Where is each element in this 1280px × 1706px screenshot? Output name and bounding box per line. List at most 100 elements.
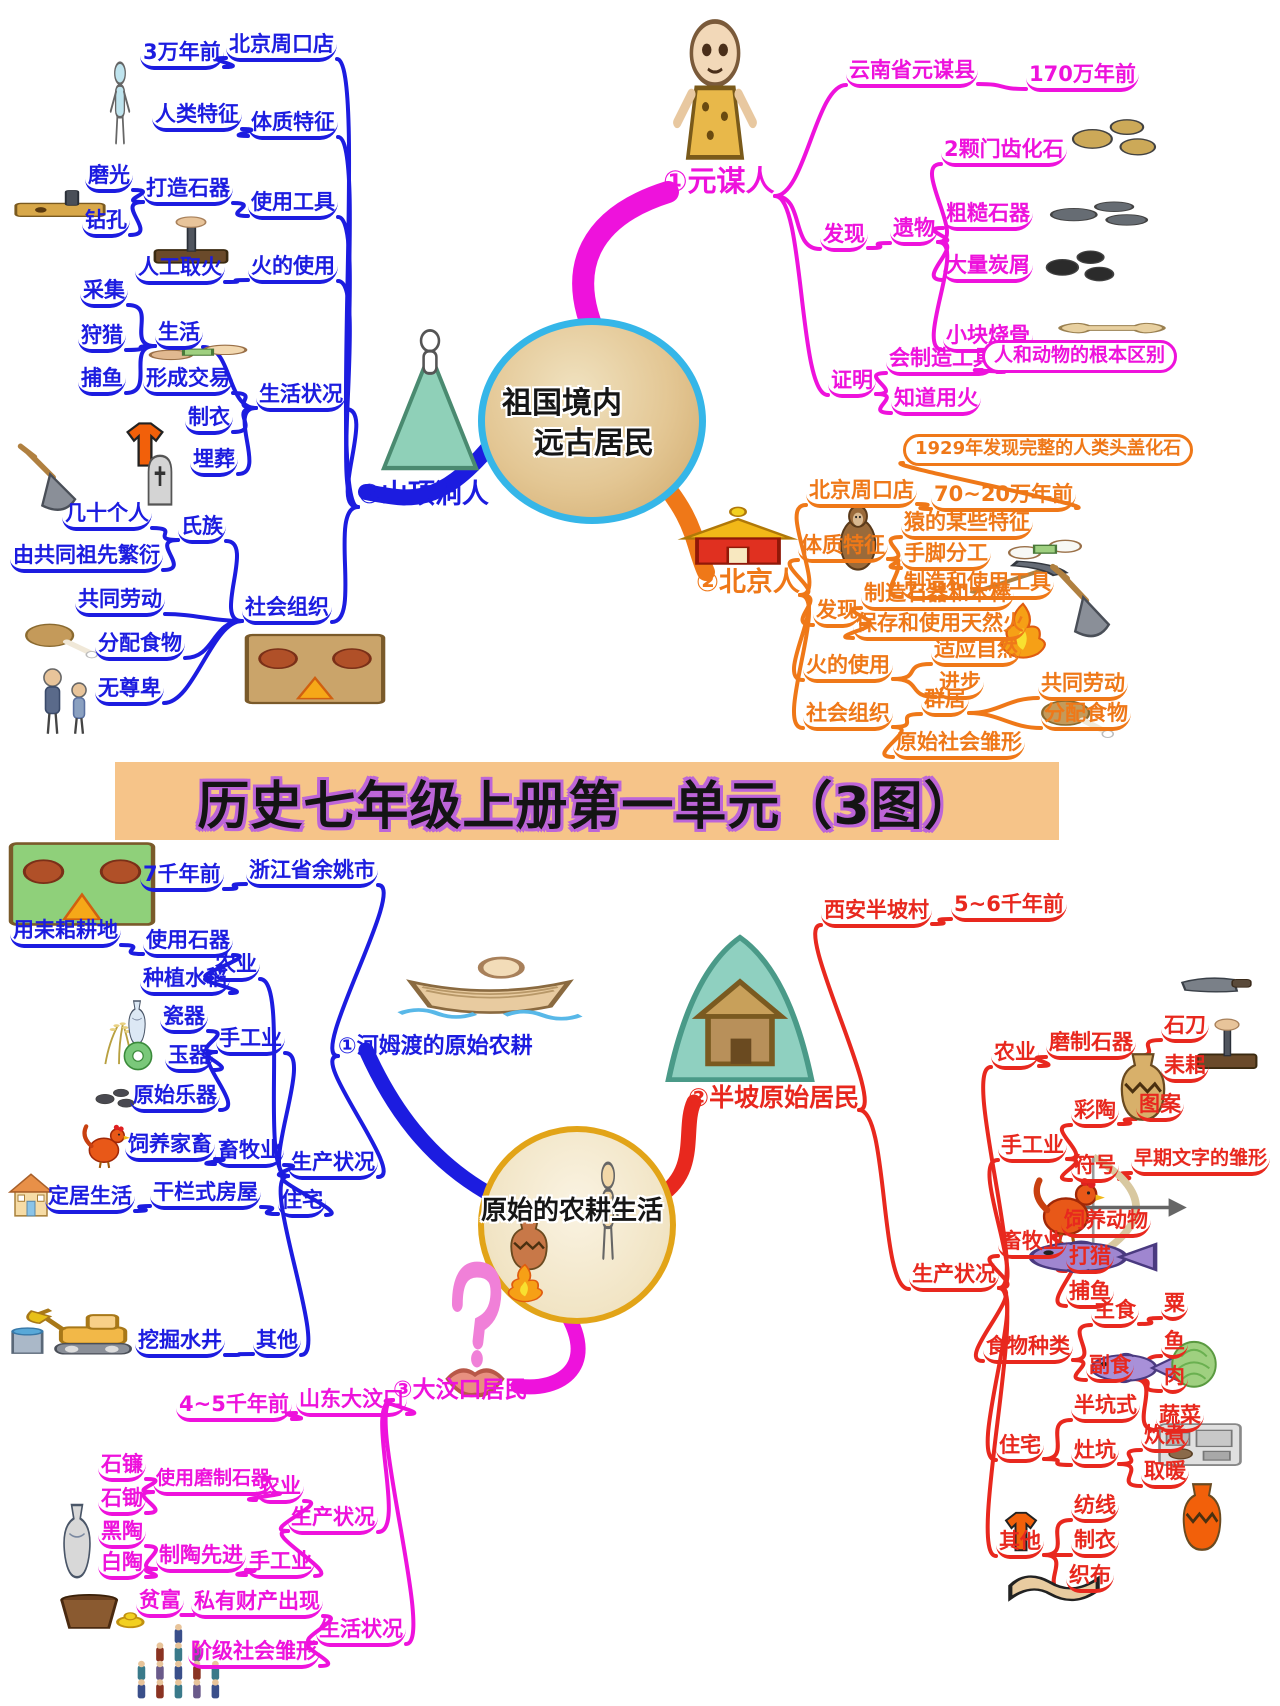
conn-0-0-yw <box>866 241 892 250</box>
conn-0-1-s1 <box>891 662 933 681</box>
node-1-0-si: 饲养家畜 <box>125 1132 215 1163</box>
mountain-person-icon <box>380 328 480 471</box>
banner: 历史七年级上册第一单元（3图） <box>115 762 1059 840</box>
node-1-2-ms: 使用磨制石器 <box>153 1467 274 1496</box>
node-1-1-ls: 耒耜 <box>1161 1053 1209 1084</box>
conn-1-0-q7 <box>222 882 248 891</box>
node-0-0-yw: 遗物 <box>890 216 938 247</box>
conn-1-1-su <box>1137 1316 1163 1326</box>
family-icon <box>43 668 87 734</box>
node-0-1-fx: 发现 <box>813 598 861 629</box>
conn-0-2-fp <box>183 619 244 660</box>
node-1-2-sc: 生产状况 <box>288 1505 378 1536</box>
node-1-1-xa: 西安半坡村 <box>821 898 932 929</box>
node-1-1-fx: 纺线 <box>1071 1493 1119 1524</box>
branch-label-0-1: ②北京人 <box>696 567 800 598</box>
node-0-1-wn: 70~20万年前 <box>931 482 1077 513</box>
node-0-2-w3: 3万年前 <box>140 40 224 71</box>
question-lips-icon <box>445 1261 505 1398</box>
well-excavator-icon <box>11 1308 132 1355</box>
node-0-0-cc: 粗糙石器 <box>943 201 1033 232</box>
node-1-1-su: 粟 <box>1161 1291 1188 1322</box>
node-1-0-wj: 挖掘水井 <box>135 1328 225 1359</box>
node-0-1-y3: 制造和使用工具 <box>901 570 1054 601</box>
node-1-1-zk: 灶坑 <box>1071 1438 1119 1469</box>
conn-1-1-qt <box>985 1286 1010 1558</box>
node-0-2-rl: 人类特征 <box>152 102 242 133</box>
banner-title: 历史七年级上册第一单元（3图） <box>197 776 977 837</box>
ocarina-icon <box>95 1088 135 1108</box>
node-0-2-gt: 共同劳动 <box>75 587 165 618</box>
node-1-2-jj: 阶级社会雏形 <box>188 1639 320 1670</box>
node-1-2-n45: 4~5千年前 <box>176 1392 292 1423</box>
node-0-2-dz: 打造石器 <box>143 176 233 207</box>
shovel-icon <box>17 443 77 511</box>
conn-1-1-fs <box>1071 1358 1088 1382</box>
node-1-1-bk: 半坑式 <box>1071 1393 1140 1424</box>
node-1-1-fs: 副食 <box>1086 1353 1134 1384</box>
trunk-banpo <box>652 1094 702 1204</box>
node-1-0-dj: 定居生活 <box>45 1184 135 1215</box>
conn-1-0-wj <box>223 1352 255 1357</box>
conn-0-2-wz <box>162 619 244 705</box>
conn-1-1-zk <box>1042 1457 1073 1467</box>
conn-0-1-qj <box>891 712 923 729</box>
caveman-icon <box>673 19 757 160</box>
orange-jar-icon <box>1182 1483 1222 1551</box>
node-0-0-mc: 2颗门齿化石 <box>941 137 1067 168</box>
node-0-2-bz: 北京周口店 <box>226 32 337 63</box>
conn-1-0-qt <box>278 1174 311 1357</box>
node-0-0-zm: 证明 <box>828 368 876 399</box>
node-1-0-sq: 使用石器 <box>143 928 233 959</box>
node-1-0-yq: 玉器 <box>165 1043 213 1074</box>
conn-0-0-zm <box>773 194 830 397</box>
shirt2-icon <box>1004 1511 1038 1552</box>
node-1-1-mz: 磨制石器 <box>1046 1030 1136 1061</box>
node-0-2-s1: 氏族 <box>178 514 226 545</box>
conn-1-0-ld <box>119 943 145 956</box>
node-1-2-sh: 生活状况 <box>316 1617 406 1648</box>
conn-0-0-sk <box>931 240 950 352</box>
node-1-0-q7: 7千年前 <box>140 862 224 893</box>
trunk-dawenkou <box>510 1298 586 1395</box>
branch-label-0-0: ①元谋人 <box>663 164 775 198</box>
boat-icon <box>397 956 583 1021</box>
skeleton-icon <box>109 61 131 145</box>
tombstone-icon <box>147 454 173 506</box>
charcoal-icon <box>1045 250 1115 282</box>
node-1-1-xm: 畜牧业 <box>998 1229 1067 1260</box>
node-1-1-ro: 肉 <box>1161 1364 1188 1395</box>
node-0-1-g1: 共同劳动 <box>1038 671 1128 702</box>
node-0-1-f1: 制造石器和木棒 <box>861 581 1014 612</box>
conn-1-1-ta <box>1117 1117 1138 1126</box>
node-0-2-by: 捕鱼 <box>78 366 126 397</box>
node-1-0-cq: 瓷器 <box>160 1004 208 1035</box>
node-1-2-bt: 白陶 <box>98 1550 146 1581</box>
shirt-icon <box>126 422 164 467</box>
conn-0-2-mz <box>236 406 258 476</box>
node-1-0-ld: 用耒耜耕地 <box>10 918 121 949</box>
node-0-2-zx: 由共同祖先繁衍 <box>10 543 163 574</box>
node-1-2-sd: 山东大汶口 <box>296 1387 407 1418</box>
central-topic-ancient-residents <box>478 318 706 524</box>
node-1-1-cz: 炊煮 <box>1141 1423 1189 1454</box>
node-1-1-ny: 农业 <box>991 1040 1039 1071</box>
conn-0-2-dz <box>231 201 250 218</box>
node-0-1-bz: 北京周口店 <box>806 478 917 509</box>
node-0-1-y1: 猿的某些特征 <box>901 510 1033 541</box>
node-1-2-sl: 石镰 <box>98 1452 146 1483</box>
node-0-1-yc: 原始社会雏形 <box>893 730 1025 761</box>
conn-1-1-sc <box>857 1108 911 1291</box>
node-1-1-n56: 5~6千年前 <box>951 892 1067 923</box>
conn-0-2-by <box>124 344 157 395</box>
node-1-0-sg: 手工业 <box>216 1026 285 1057</box>
node-0-1-y2: 手脚分工 <box>901 541 991 572</box>
conn-0-1-wn <box>915 502 933 511</box>
node-1-1-sc: 生产状况 <box>909 1262 999 1293</box>
bw-vase-icon <box>63 1503 91 1579</box>
conn-1-1-cz <box>1117 1448 1143 1466</box>
central-topic-farming-life <box>478 1126 676 1324</box>
trunk-yuanmou <box>572 181 679 356</box>
conn-0-1-sz <box>792 593 811 730</box>
